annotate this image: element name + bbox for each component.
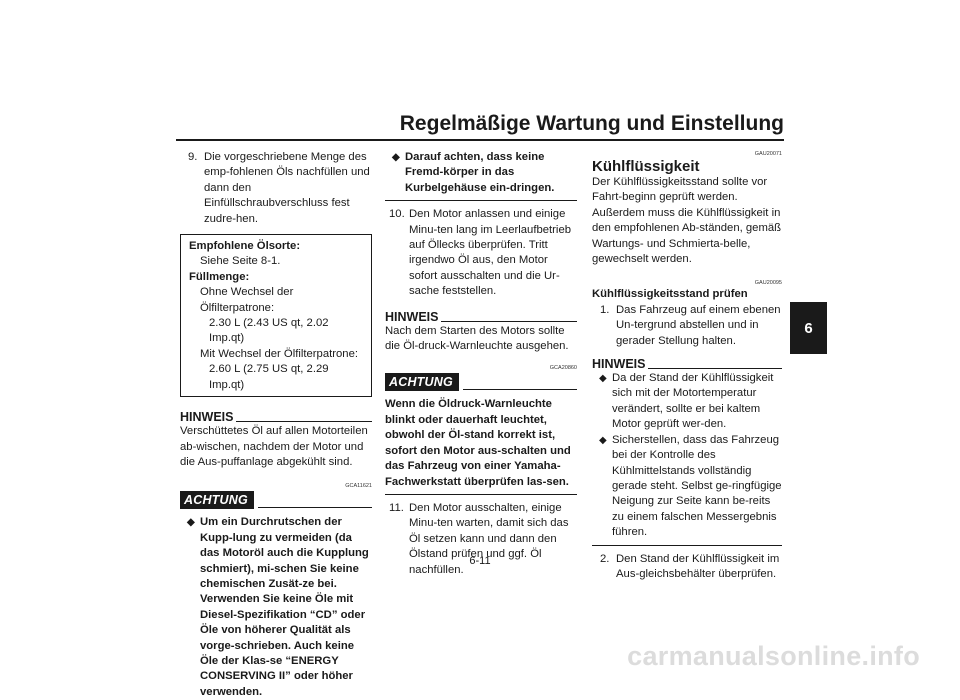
spec-label-quantity: Füllmenge: — [189, 270, 250, 283]
bullet-icon: ◆ — [599, 434, 607, 446]
notice-title: HINWEIS — [385, 309, 439, 324]
step-1: 1. Das Fahrzeug auf einem ebenen Un-terg… — [592, 303, 782, 349]
bullet-icon: ◆ — [392, 152, 400, 163]
bullet-icon: ◆ — [187, 517, 195, 529]
step-number: 10. — [389, 208, 405, 221]
spec-label-oil-type: Empfohlene Ölsorte: — [189, 240, 301, 253]
header-rule — [176, 139, 784, 141]
step-number: 1. — [600, 303, 610, 316]
notice-bullet-text: Sicherstellen, dass das Fahrzeug bei der… — [612, 433, 782, 539]
spec-line: Mit Wechsel der Ölfilterpatrone: — [200, 347, 359, 360]
spec-line: Ohne Wechsel der Ölfilterpatrone: — [200, 286, 294, 314]
notice-heading: HINWEIS — [180, 410, 372, 424]
notice-bullet-text: Da der Stand der Kühlflüssigkeit sich mi… — [612, 372, 774, 431]
spec-line: 2.60 L (2.75 US qt, 2.29 Imp.qt) — [209, 363, 329, 391]
step-text: Die vorgeschriebene Menge des emp-fohlen… — [204, 151, 370, 225]
notice-heading: HINWEIS — [592, 357, 782, 371]
caution-bullet: ◆ Um ein Durchrutschen der Kupp-lung zu … — [180, 515, 372, 700]
caution-text: Wenn die Öldruck-Warnleuchte blinkt oder… — [385, 398, 571, 488]
watermark: carmanualsonline.info — [627, 641, 920, 671]
bullet-icon: ◆ — [599, 373, 607, 385]
chapter-tab: 6 — [790, 302, 827, 354]
step-2: 2. Den Stand der Kühlflüssigkeit im Aus-… — [592, 552, 782, 583]
step-text: Das Fahrzeug auf einem ebenen Un-tergrun… — [616, 303, 781, 347]
subsection-title: Kühlflüssigkeitsstand prüfen — [592, 288, 748, 301]
caution-end-rule — [385, 200, 577, 202]
caution-badge: ACHTUNG — [180, 491, 254, 510]
notice-bullet: ◆ Sicherstellen, dass das Fahrzeug bei d… — [592, 433, 782, 541]
column-1: 9. Die vorgeschriebene Menge des emp-foh… — [180, 150, 372, 700]
section-title: Kühlflüssigkeit — [592, 158, 700, 175]
reference-code: GCA11621 — [345, 483, 372, 490]
reference-code: GAU20095 — [754, 280, 782, 287]
caution-bullet-continued: ◆ Darauf achten, dass keine Fremd-körper… — [385, 150, 577, 196]
caution-badge: ACHTUNG — [385, 373, 459, 392]
notice-title: HINWEIS — [180, 410, 234, 425]
notice-text: Nach dem Starten des Motors sollte die Ö… — [385, 324, 569, 353]
step-number: 2. — [600, 552, 610, 565]
caution-heading: ACHTUNG — [385, 373, 577, 392]
step-number: 11. — [389, 501, 404, 514]
step-number: 9. — [188, 151, 198, 163]
caution-bullet-text: Um ein Durchrutschen der Kupp-lung zu ve… — [200, 516, 369, 698]
reference-code: GCA20860 — [549, 365, 577, 372]
notice-text: Verschüttetes Öl auf allen Motorteilen a… — [180, 425, 368, 468]
step-text: Den Motor ausschalten, einige Minu-ten w… — [409, 501, 569, 576]
reference-code: GAU20071 — [754, 151, 782, 157]
step-9: 9. Die vorgeschriebene Menge des emp-foh… — [180, 150, 372, 227]
notice-title: HINWEIS — [592, 357, 646, 372]
step-11: 11. Den Motor ausschalten, einige Minu-t… — [385, 501, 577, 578]
spec-line: 2.30 L (2.43 US qt, 2.02 Imp.qt) — [209, 317, 329, 345]
caution-bullet-text: Darauf achten, dass keine Fremd-körper i… — [405, 151, 555, 194]
step-text: Den Stand der Kühlflüssigkeit im Aus-gle… — [616, 552, 780, 580]
spec-box: Empfohlene Ölsorte: Siehe Seite 8-1. Fül… — [180, 234, 372, 398]
spec-value-oil-type: Siehe Seite 8-1. — [200, 255, 281, 268]
page-number: 6-11 — [469, 555, 491, 567]
notice-bullet: ◆ Da der Stand der Kühlflüssigkeit sich … — [592, 371, 782, 433]
step-10: 10. Den Motor anlassen und einige Minu-t… — [385, 207, 577, 299]
notice-end-rule — [592, 544, 782, 546]
column-2: ◆ Darauf achten, dass keine Fremd-körper… — [385, 150, 577, 578]
column-3: GAU20071 Kühlflüssigkeit Der Kühlflüssig… — [592, 150, 782, 582]
step-text: Den Motor anlassen und einige Minu-ten l… — [409, 208, 572, 298]
notice-heading: HINWEIS — [385, 310, 577, 324]
section-intro: Der Kühlflüssigkeitsstand sollte vor Fah… — [592, 176, 782, 266]
caution-heading: ACHTUNG — [180, 491, 372, 510]
caution-end-rule — [385, 493, 577, 495]
page-header-title: Regelmäßige Wartung und Einstellung — [399, 112, 784, 135]
